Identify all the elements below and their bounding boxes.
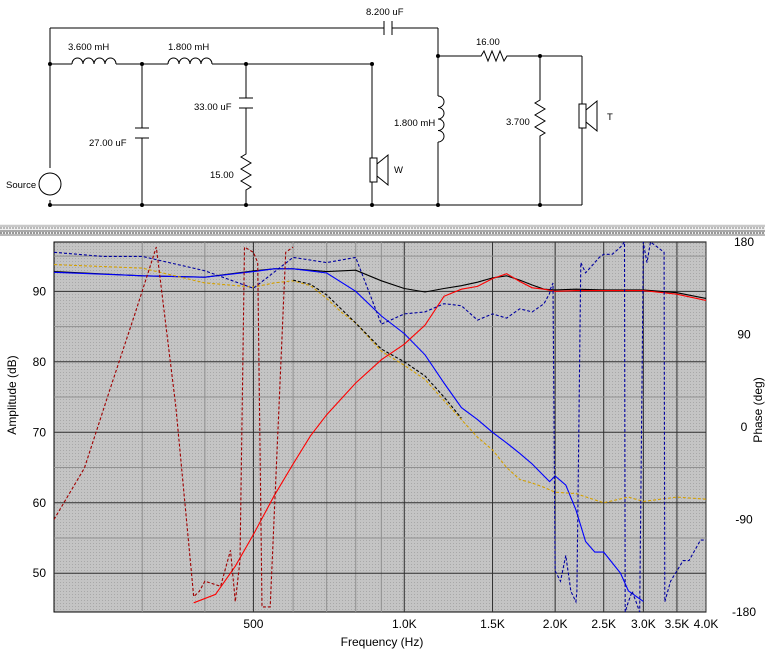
label-inductor-tweeter-shunt[interactable]: 1.800 mH: [394, 118, 435, 129]
schematic-pane[interactable]: 3.600 mH 1.800 mH 8.200 uF 27.00 uF 33.0…: [0, 0, 765, 224]
y-right-tick-label: 90: [737, 328, 751, 342]
x-axis-label: Frequency (Hz): [341, 635, 424, 649]
label-inductor-1[interactable]: 3.600 mH: [68, 42, 109, 53]
x-tick-label: 2.0K: [543, 617, 568, 631]
y-right-axis-label: Phase (deg): [751, 377, 765, 442]
x-tick-label: 500: [243, 617, 263, 631]
y-right-tick-label: -90: [735, 513, 753, 527]
pane-splitter[interactable]: [0, 224, 765, 236]
label-capacitor-shunt-1[interactable]: 27.00 uF: [89, 138, 127, 149]
y-right-tick-label: 0: [741, 420, 748, 434]
x-tick-label: 3.5K: [665, 617, 690, 631]
series-line-5: [54, 242, 706, 612]
response-chart: 90 80 70 60 50 180 90 0 -90 -180 500 1.0K 1.5K 2.0K 2.…: [5, 235, 765, 649]
label-source: Source: [6, 180, 36, 191]
x-tick-label: 2.5K: [591, 617, 616, 631]
y-left-tick-label: 70: [33, 425, 47, 439]
y-left-tick-label: 60: [33, 496, 47, 510]
plot-area[interactable]: [53, 241, 707, 613]
series-line-3: [54, 264, 706, 504]
frequency-response-plot[interactable]: 90 80 70 60 50 180 90 0 -90 -180 500 1.0K 1.5K 2.0K 2.…: [0, 235, 765, 650]
series-line-2: [193, 273, 706, 604]
label-woofer: W: [394, 165, 403, 176]
crossover-schematic: 3.600 mH 1.800 mH 8.200 uF 27.00 uF 33.0…: [6, 7, 613, 207]
label-inductor-2[interactable]: 1.800 mH: [168, 42, 209, 53]
x-tick-label: 3.0K: [631, 617, 656, 631]
series-line-6: [54, 246, 294, 608]
label-resistor-series-tweeter[interactable]: 16.00: [476, 37, 500, 48]
series-line-1: [54, 268, 644, 602]
y-left-tick-label: 90: [33, 284, 47, 298]
y-left-tick-label: 80: [33, 355, 47, 369]
x-tick-label: 1.0K: [392, 617, 417, 631]
y-right-tick-label: -180: [732, 605, 756, 619]
x-tick-label: 1.5K: [480, 617, 505, 631]
y-right-tick-label: 180: [734, 236, 754, 249]
label-resistor-zobel[interactable]: 15.00: [210, 170, 234, 181]
label-capacitor-series-tweeter[interactable]: 8.200 uF: [366, 7, 404, 18]
label-capacitor-zobel[interactable]: 33.00 uF: [194, 102, 232, 113]
label-resistor-shunt-tweeter[interactable]: 3.700: [506, 117, 530, 128]
y-left-tick-label: 50: [33, 566, 47, 580]
label-tweeter: T: [607, 112, 613, 123]
x-tick-label: 4.0K: [694, 617, 719, 631]
y-left-axis-label: Amplitude (dB): [5, 355, 19, 434]
